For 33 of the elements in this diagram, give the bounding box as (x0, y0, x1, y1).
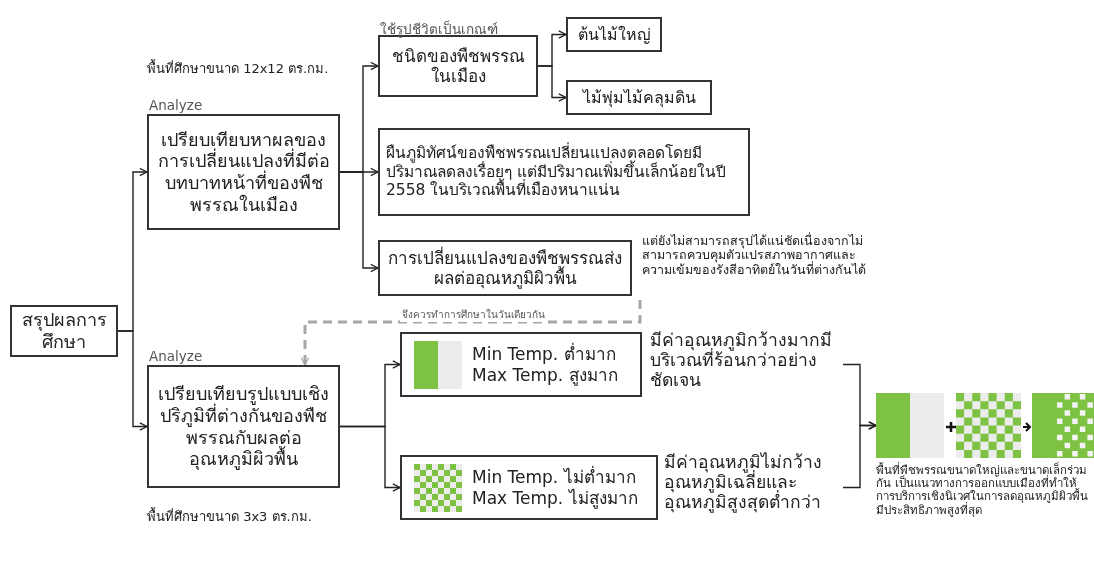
note-text: มีค่าอุณหภูมิกว้างมากมีบริเวณที่ร้อนกว่าอย่างชัดเจน (650, 330, 833, 391)
node-text: เปรียบเทียบหาผลของการเปลี่ยนแปลงที่มีต่อบทบาทหน้าที่ของพืชพรรณในเมือง (156, 128, 331, 216)
process-box (400, 455, 658, 520)
node-text: ไม้พุ่มไม้คลุมดิน (581, 87, 697, 108)
process-box (378, 128, 750, 216)
node-text: Max Temp. สูงมาก (472, 364, 618, 385)
node-text: Min Temp. ไม่ต่ำมาก (472, 467, 637, 488)
arrow (117, 330, 148, 431)
heading-label: Analyze (149, 97, 203, 113)
process-box (400, 332, 642, 397)
edge-label: จึงควรทำการศึกษาในวันเดียวกัน (400, 307, 547, 322)
arrow (300, 300, 642, 366)
process-box (10, 305, 118, 357)
arrow (537, 65, 567, 102)
note-text: พื้นที่พืชพรรณขนาดใหญ่และขนาดเล็กร่วมกัน เป็นแนวทางการออกแบบเมืองที่ทำให้การบริการเชิงนิเวศในการลดอุณหภูมิผิวพื้นมีประสิทธิภาพสูงที่สุด (876, 464, 1089, 517)
arrow (339, 425, 401, 492)
node-text: สรุปผลการศึกษา (20, 309, 108, 353)
process-box (378, 240, 632, 296)
node-text: ต้นไม้ใหญ่ (576, 24, 652, 45)
node-text: Min Temp. ต่ำมาก (472, 344, 617, 365)
note-text: มีค่าอุณหภูมิไม่กว้างอุณหภูมิเฉลี่ยและอุณหภูมิสูงสุดต่ำกว่า (664, 452, 823, 513)
node-text: ผืนภูมิทัศน์ของพืชพรรณเปลี่ยนแปลงตลอดโดยมีปริมาณลดลงเรื่อยๆ แต่มีปริมาณเพิ่มขึ้นเล็กน้อยในปี 2558 ในบริเวณพื้นที่เมืองหนาแน่น (385, 144, 727, 200)
arrow (339, 171, 379, 273)
note-text: แต่ยังไม่สามารถสรุปได้แน่ชัดเนื่องจากไม่สามารถควบคุมตัวแปรสภาพอากาศและความเข้มของรังสีอาทิตย์ในวันที่ต่างกันได้ (642, 234, 867, 278)
arrow (842, 421, 877, 489)
node-text: การเปลี่ยนแปลงของพืชพรรณส่งผลต่ออุณหภูมิผิวพื้น (387, 247, 623, 289)
node-text: Max Temp. ไม่สูงมาก (472, 487, 638, 508)
node-text: ชนิดของพืชพรรณในเมือง (390, 45, 526, 87)
heading-label: ใช้รูปชีวิตเป็นเกณฑ์ (380, 19, 498, 40)
heading-label: Analyze (149, 348, 203, 364)
process-box (566, 80, 712, 115)
process-box (566, 17, 662, 52)
node-text: เปรียบเทียบรูปแบบเชิงปริภูมิที่ต่างกันของพืชพรรณกับผลต่ออุณหภูมิผิวพื้น (157, 383, 330, 470)
